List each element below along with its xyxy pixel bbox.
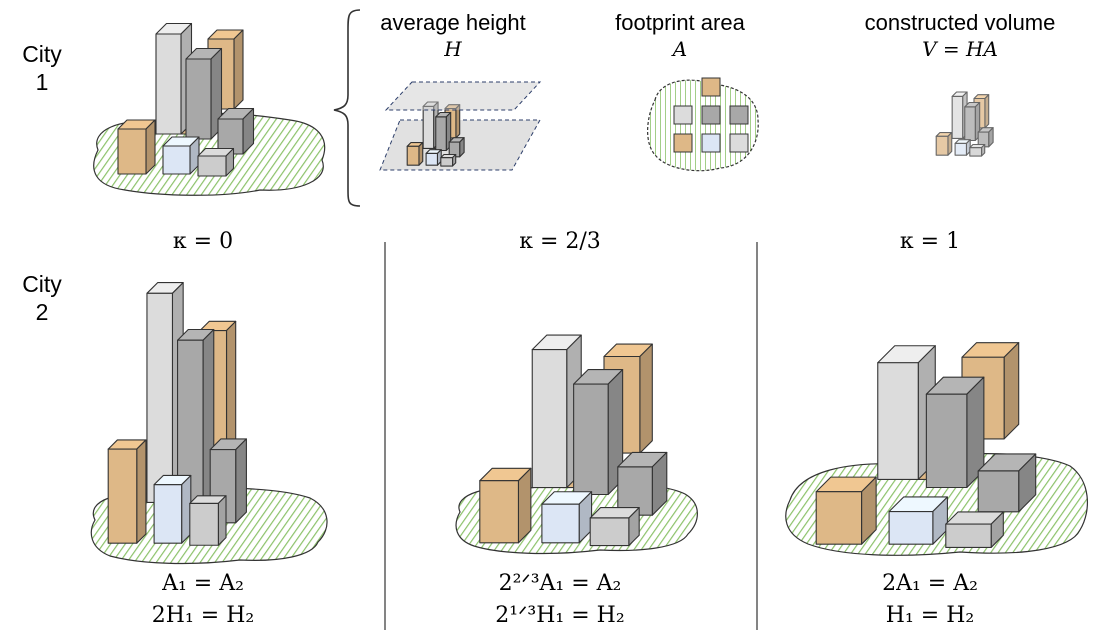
city1-label-line1: City: [22, 41, 62, 67]
building: [448, 137, 465, 158]
building: [531, 334, 582, 489]
building: [969, 143, 986, 157]
volume-illustration: [935, 91, 994, 157]
metric-area-title: footprint area: [615, 10, 745, 35]
scenario-1-eq2: 2¹ᐟ³H₁ = H₂: [495, 603, 624, 628]
building: [197, 147, 235, 177]
scenario-0-eq1: A₁ = A₂: [161, 571, 244, 596]
scenario-1-kappa: κ = 2/3: [519, 229, 601, 254]
building: [107, 439, 147, 544]
building: [815, 476, 877, 545]
metric-volume-title: constructed volume: [865, 10, 1056, 35]
building: [945, 511, 1004, 548]
building: [954, 139, 971, 156]
building: [925, 376, 985, 489]
building: [888, 496, 948, 545]
grouping-brace: [333, 9, 361, 207]
building: [479, 467, 532, 544]
footprint-tile: [701, 133, 721, 153]
building: [977, 127, 994, 148]
building: [977, 453, 1037, 513]
scenario-2-buildings: [815, 342, 1037, 548]
building: [117, 119, 156, 175]
scenario-0-kappa: κ = 0: [173, 229, 233, 254]
building: [217, 107, 255, 155]
footprint-tile: [701, 77, 721, 97]
scenario-2-kappa: κ = 1: [900, 229, 960, 254]
building: [964, 101, 981, 142]
scenario-2-eq2: H₁ = H₂: [886, 603, 974, 628]
area-illustration: [647, 77, 759, 172]
building: [189, 495, 227, 546]
building: [435, 111, 452, 152]
building: [162, 136, 200, 175]
average-height-plane: [384, 81, 542, 111]
building: [573, 369, 624, 496]
volume-buildings: [935, 91, 994, 157]
building: [617, 451, 668, 516]
metric-volume-symbol: V = HA: [922, 37, 998, 61]
building: [153, 474, 192, 544]
scenario-1-illustration: [455, 334, 698, 555]
scenario-0-illustration: [90, 282, 328, 565]
height-buildings: [406, 101, 465, 167]
scenario-0-buildings: [107, 282, 247, 546]
scenario-2-eq1: 2A₁ = A₂: [882, 571, 978, 596]
footprint-tile: [701, 105, 721, 125]
building: [935, 131, 953, 156]
building: [589, 507, 640, 547]
city2-label-line1: City: [22, 271, 62, 297]
scenario-0-eq2: 2H₁ = H₂: [152, 603, 254, 628]
scenario-1-buildings: [479, 334, 668, 547]
building: [440, 153, 457, 167]
building: [406, 141, 424, 166]
building: [185, 47, 223, 140]
footprint-tile: [729, 133, 749, 153]
scenario-2-illustration: [785, 342, 1088, 556]
height-illustration: [379, 81, 542, 171]
city2-label-line2: 2: [36, 299, 49, 325]
metric-area-symbol: A: [671, 37, 687, 61]
city1-buildings: [117, 22, 255, 177]
city1-label-line2: 1: [36, 69, 49, 95]
scenario-1-eq1: 2²ᐟ³A₁ = A₂: [499, 571, 622, 596]
building: [425, 149, 442, 166]
footprint-tile: [673, 133, 693, 153]
footprint-tile: [729, 105, 749, 125]
metric-height-symbol: H: [443, 37, 462, 61]
city1-illustration: [93, 22, 326, 196]
metric-height-title: average height: [380, 10, 526, 35]
building: [541, 491, 593, 544]
footprint-tile: [673, 105, 693, 125]
